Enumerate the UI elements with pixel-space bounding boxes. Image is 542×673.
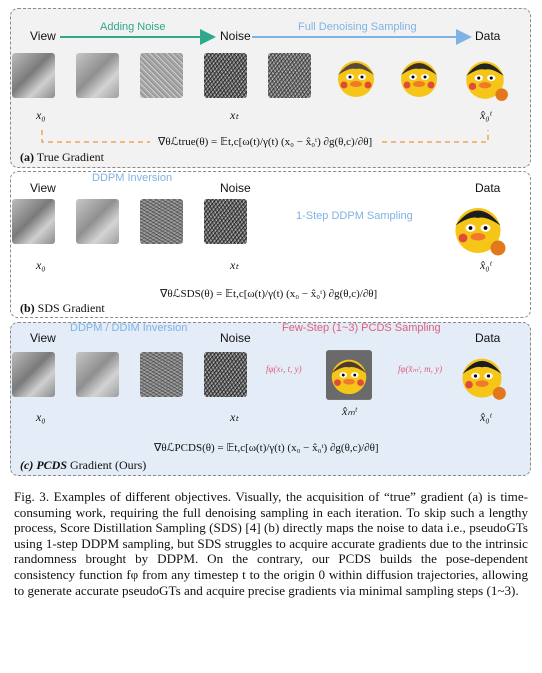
panel-pcds-gradient — [10, 322, 531, 476]
panel-b-title: (b) SDS Gradient — [20, 301, 105, 315]
duck-avatar-c-mid — [326, 350, 372, 400]
equation-pcds-gradient: ∇θℒPCDS(θ) = 𝔼t,c[ω(t)/γ(t) (x₀ − x̂₀ᵗ) … — [154, 442, 379, 454]
label-xm-c: x̂ₘᵗ — [342, 404, 357, 418]
label-data-a: Data — [475, 29, 501, 43]
noise-image-b — [204, 199, 247, 244]
label-noise-c: Noise — [220, 331, 251, 345]
label-adding-noise: Adding Noise — [100, 21, 166, 33]
label-x0-c: x₀ — [36, 410, 46, 424]
noise-image-c — [204, 352, 247, 397]
label-x0-b: x₀ — [36, 258, 46, 272]
duck-avatar-a1 — [332, 53, 380, 101]
panel-sds-gradient — [10, 171, 531, 318]
label-few-step-pcds: Few-Step (1~3) PCDS Sampling — [282, 322, 441, 334]
label-x0-a: x₀ — [36, 108, 46, 122]
dashed-grad-path-a — [41, 130, 150, 143]
noisy-image-a3 — [140, 53, 183, 98]
sketch-image-b2 — [76, 199, 119, 244]
noise-image-a — [204, 53, 247, 98]
duck-avatar-a3 — [460, 53, 510, 103]
label-f-phi-xt: fφ(xₜ, t, y) — [266, 364, 302, 374]
duck-avatar-b — [448, 198, 508, 258]
noise-image-a5 — [268, 53, 311, 98]
noisy-image-c3 — [140, 352, 183, 397]
label-1step-ddpm: 1-Step DDPM Sampling — [296, 210, 413, 222]
label-xt-a: xₜ — [230, 108, 239, 122]
noisy-image-b3 — [140, 199, 183, 244]
duck-avatar-a2 — [395, 53, 443, 101]
panel-c-title: (c) PCDS Gradient (Ours) — [20, 458, 147, 472]
equation-sds-gradient: ∇θℒSDS(θ) = 𝔼t,c[ω(t)/γ(t) (x₀ − x̂₀ᵗ) ∂… — [160, 288, 378, 300]
sketch-image-c2 — [76, 352, 119, 397]
label-ddpm-inversion: DDPM Inversion — [92, 172, 173, 184]
duck-avatar-c — [456, 350, 508, 402]
label-noise-b: Noise — [220, 181, 251, 195]
label-view-b: View — [30, 181, 56, 195]
label-xt-b: xₜ — [230, 258, 239, 272]
sketch-image-c1 — [12, 352, 55, 397]
label-data-b: Data — [475, 181, 501, 195]
sketch-image-b1 — [12, 199, 55, 244]
label-x0hat-b: x̂₀ᵗ — [480, 258, 492, 272]
label-x0hat-c: x̂₀ᵗ — [480, 410, 492, 424]
sketch-image-a1 — [12, 53, 55, 98]
label-noise-a: Noise — [220, 29, 251, 43]
figure-caption: Fig. 3. Examples of different objectives… — [14, 489, 528, 598]
equation-true-gradient: ∇θℒtrue(θ) = 𝔼t,c[ω(t)/γ(t) (x₀ − x̂₀ᵗ) … — [158, 136, 373, 148]
label-full-denoising: Full Denoising Sampling — [298, 21, 417, 33]
caption-text: Fig. 3. Examples of different objectives… — [14, 489, 528, 598]
sketch-image-a2 — [76, 53, 119, 98]
label-x0hat-a: x̂₀ᵗ — [480, 108, 492, 122]
label-data-c: Data — [475, 331, 501, 345]
label-ddpm-ddim-inversion: DDPM / DDIM Inversion — [70, 322, 188, 334]
panel-a-title: (a) True Gradient — [20, 150, 104, 164]
label-view-a: View — [30, 29, 56, 43]
label-xt-c: xₜ — [230, 410, 239, 424]
label-f-phi-xm: fφ(x̂ₘᵗ, m, y) — [398, 364, 443, 374]
label-view-c: View — [30, 331, 56, 345]
